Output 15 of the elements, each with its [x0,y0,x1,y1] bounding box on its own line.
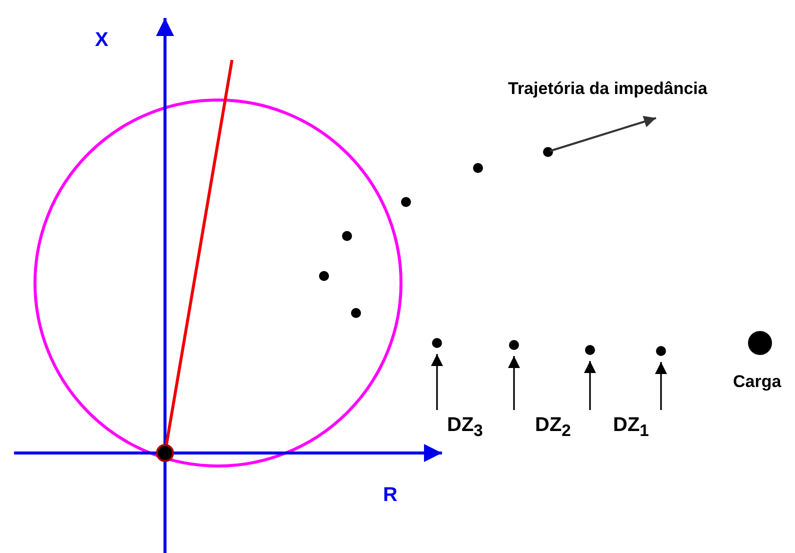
annotation-text: Trajetória da impedância [508,80,708,97]
arrow [431,354,443,410]
point-marker [509,340,519,350]
arrow [655,362,667,410]
load-label: Carga [733,373,782,390]
zone-label: DZ$_{2}$ [535,415,571,440]
zone-label: DZ$_{1}$ [613,415,649,440]
point-marker [656,346,666,356]
point-marker [432,338,442,348]
arrow [508,356,520,410]
point-marker [585,345,595,355]
axis-label: R [383,485,398,505]
axis-label: X [95,30,108,50]
zone-label: DZ$_{3}$ [447,415,483,440]
arrow [584,361,596,410]
